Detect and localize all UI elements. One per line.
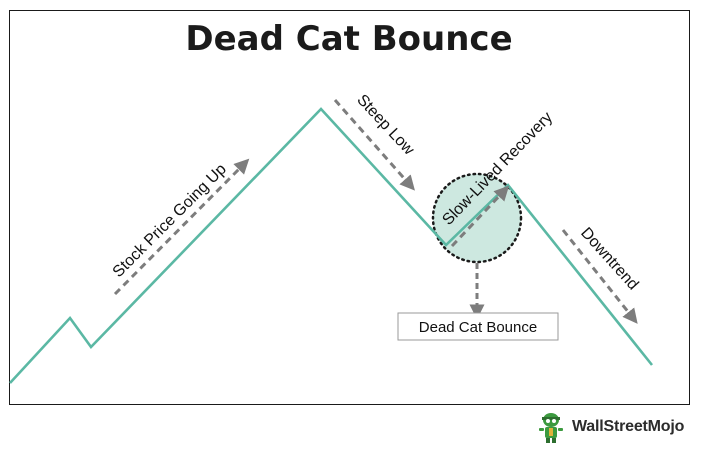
callout-box xyxy=(397,312,559,341)
callout-label: Dead Cat Bounce xyxy=(419,319,537,336)
downtrend-arrow xyxy=(561,229,638,324)
steep-low-arrow xyxy=(333,99,415,191)
rise-arrow xyxy=(113,158,250,296)
price-line xyxy=(9,107,654,384)
brand-name: WallStreetMojo xyxy=(572,418,685,435)
diagram-title: Dead Cat Bounce xyxy=(185,19,512,59)
brand-mascot-icon xyxy=(539,413,563,443)
recovery-arrow xyxy=(450,185,510,248)
label-steep-low: Steep Low xyxy=(353,91,417,158)
brand-logo: WallStreetMojo xyxy=(536,411,684,443)
diagram-frame xyxy=(9,10,690,405)
